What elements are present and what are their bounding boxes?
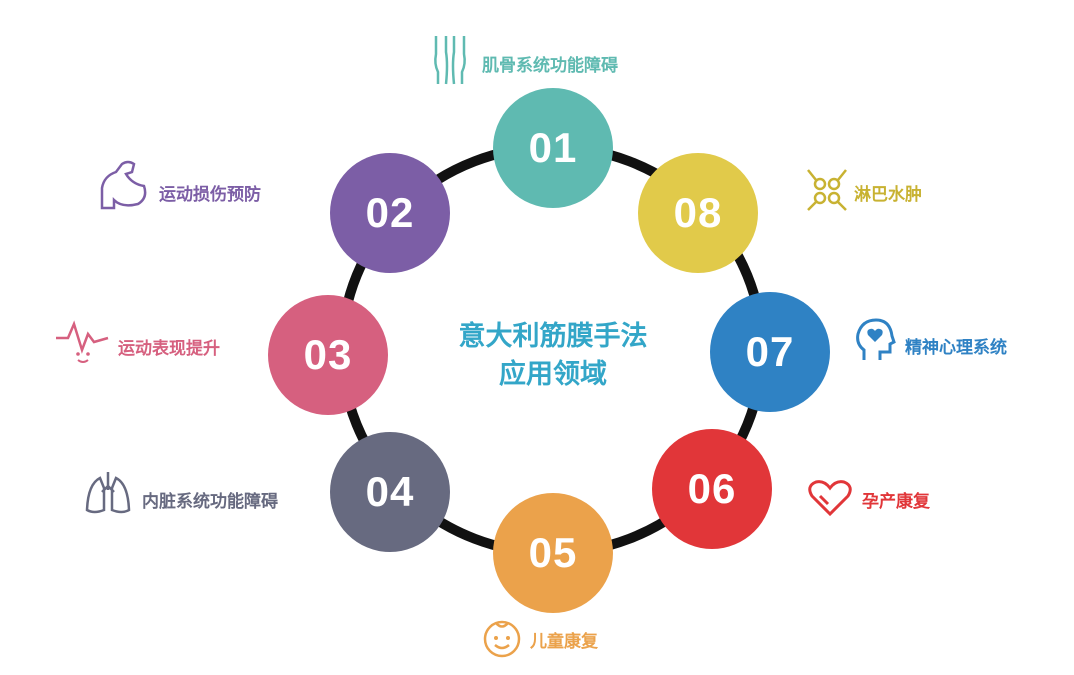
node-02: 02: [330, 153, 450, 273]
label-08: 淋巴水肿: [854, 185, 922, 205]
node-06: 06: [652, 429, 772, 549]
lungs-icon: [85, 472, 131, 514]
flexed-arm-icon: [100, 160, 147, 210]
label-05: 儿童康复: [530, 632, 598, 652]
center-title-line1: 意大利筋膜手法: [458, 321, 648, 352]
label-04: 内脏系统功能障碍: [142, 492, 278, 512]
label-03: 运动表现提升: [118, 339, 220, 359]
node-08: 08: [638, 153, 758, 273]
child-face-icon: [483, 620, 521, 658]
center-title: 意大利筋膜手法 应用领域: [403, 318, 703, 394]
heart-icon: [808, 480, 852, 517]
node-01: 01: [493, 88, 613, 208]
node-07: 07: [710, 292, 830, 412]
center-title-line2: 应用领域: [499, 359, 607, 390]
node-05: 05: [493, 493, 613, 613]
node-04: 04: [330, 432, 450, 552]
node-03: 03: [268, 295, 388, 415]
label-01: 肌骨系统功能障碍: [482, 56, 618, 76]
label-02: 运动损伤预防: [159, 185, 261, 205]
head-heart-icon: [856, 318, 896, 360]
lymph-nodes-icon: [807, 169, 847, 211]
legs-icon: [434, 36, 466, 85]
heartbeat-face-icon: [56, 320, 109, 363]
label-07: 精神心理系统: [905, 338, 1007, 358]
label-06: 孕产康复: [862, 492, 930, 512]
